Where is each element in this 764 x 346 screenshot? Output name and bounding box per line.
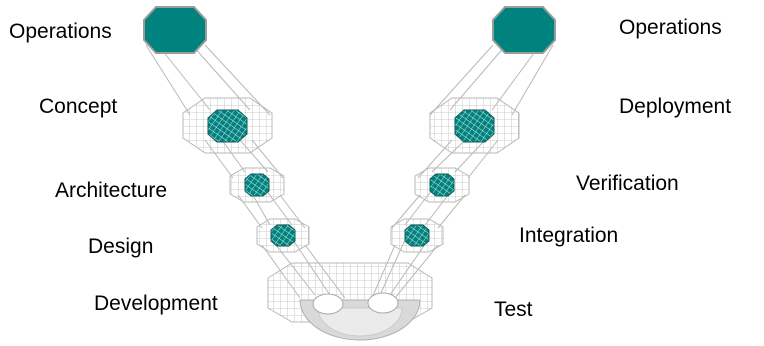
label-integration: Integration [519,224,618,247]
right-leg [371,44,554,299]
label-operations-left: Operations [9,20,112,43]
operations-left-node [143,6,207,54]
operations-right-node [492,6,556,54]
label-concept: Concept [39,95,117,118]
integration-node [390,218,444,253]
label-operations-right: Operations [619,16,722,39]
base-platform [267,262,433,341]
label-development: Development [94,292,218,315]
label-design: Design [88,235,153,258]
concept-node [182,97,273,154]
test-cylinder [367,292,399,314]
deployment-node [429,97,520,154]
development-cylinder [312,293,344,315]
verification-node [414,167,470,203]
label-deployment: Deployment [619,95,731,118]
label-architecture: Architecture [55,179,167,202]
label-verification: Verification [576,172,679,195]
architecture-node [229,167,285,203]
design-node [256,218,310,253]
label-test: Test [494,298,533,321]
